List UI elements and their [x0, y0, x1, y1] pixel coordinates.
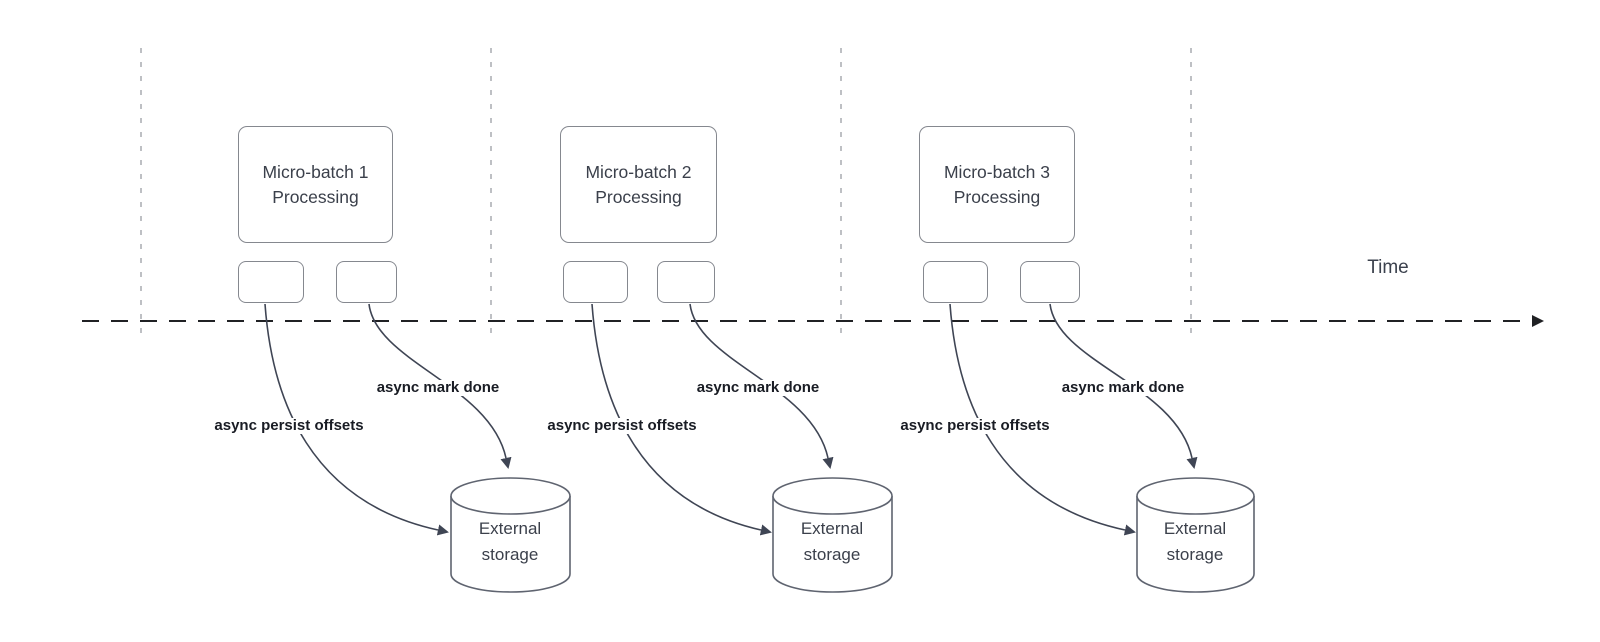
persist-offsets-label-1: async persist offsets [212, 417, 366, 434]
persist-task-box-2 [563, 261, 628, 303]
micro-batch-box-2-label: Micro-batch 2 Processing [585, 161, 692, 207]
time-axis-label: Time [1367, 257, 1409, 278]
done-task-box-2 [657, 261, 715, 303]
external-storage-label-1: External storage [478, 519, 542, 564]
persist-offsets-arrow-2 [591, 303, 772, 536]
micro-batch-box-2: Micro-batch 2 Processing [560, 126, 717, 243]
persist-offsets-arrow-1 [264, 303, 449, 536]
persist-offsets-label-3: async persist offsets [898, 417, 1052, 434]
external-storage-cylinder-1 [450, 477, 571, 593]
persist-offsets-label-2: async persist offsets [545, 417, 699, 434]
done-task-box-1 [336, 261, 397, 303]
micro-batch-box-1-label: Micro-batch 1 Processing [262, 161, 369, 207]
micro-batch-box-3-label: Micro-batch 3 Processing [943, 161, 1050, 207]
persist-offsets-arrow-3 [949, 303, 1136, 536]
external-storage-cylinder-3 [1136, 477, 1255, 593]
mark-done-arrow-3 [1049, 303, 1198, 469]
external-storage-label-3: External storage [1163, 519, 1227, 564]
micro-batch-box-1: Micro-batch 1 Processing [238, 126, 393, 243]
mark-done-label-2: async mark done [694, 379, 822, 396]
external-storage-cylinder-2 [772, 477, 893, 593]
external-storage-label-2: External storage [800, 519, 864, 564]
mark-done-label-1: async mark done [374, 379, 502, 396]
mark-done-arrow-1 [368, 303, 512, 469]
mark-done-label-3: async mark done [1059, 379, 1187, 396]
micro-batch-box-3: Micro-batch 3 Processing [919, 126, 1075, 243]
mark-done-arrow-2 [689, 303, 834, 469]
persist-task-box-3 [923, 261, 988, 303]
persist-task-box-1 [238, 261, 304, 303]
done-task-box-3 [1020, 261, 1080, 303]
